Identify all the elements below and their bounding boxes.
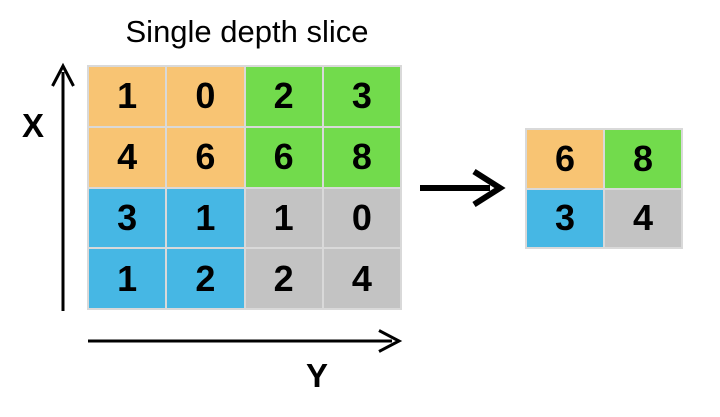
input-cell: 4 [323, 249, 400, 308]
input-cell: 2 [245, 249, 322, 308]
y-axis-label: Y [305, 357, 328, 394]
x-axis-label: X [21, 107, 44, 144]
input-cell: 2 [245, 67, 322, 126]
input-cell: 8 [323, 127, 400, 187]
pooling-right-arrow-icon [420, 168, 506, 208]
input-cell: 1 [167, 188, 244, 248]
input-cell: 6 [167, 127, 244, 187]
input-cell: 1 [89, 249, 166, 308]
input-cell: 3 [89, 188, 166, 248]
input-cell: 0 [167, 67, 244, 126]
input-cell: 0 [323, 188, 400, 248]
input-cell: 2 [167, 249, 244, 308]
input-cell: 6 [245, 127, 322, 187]
input-cell: 3 [323, 67, 400, 126]
output-grid: 6 8 3 4 [525, 128, 683, 249]
diagram-title: Single depth slice [125, 14, 369, 49]
input-grid: 1 0 2 3 4 6 6 8 3 1 1 0 1 2 2 4 [87, 65, 402, 310]
input-cell: 4 [89, 127, 166, 187]
output-cell: 6 [527, 130, 603, 188]
x-axis-up-arrow-icon [51, 62, 75, 311]
output-cell: 4 [605, 189, 681, 247]
input-cell: 1 [245, 188, 322, 248]
y-axis-right-arrow-icon [88, 329, 403, 353]
input-cell: 1 [89, 67, 166, 126]
output-cell: 8 [605, 130, 681, 188]
output-cell: 3 [527, 189, 603, 247]
